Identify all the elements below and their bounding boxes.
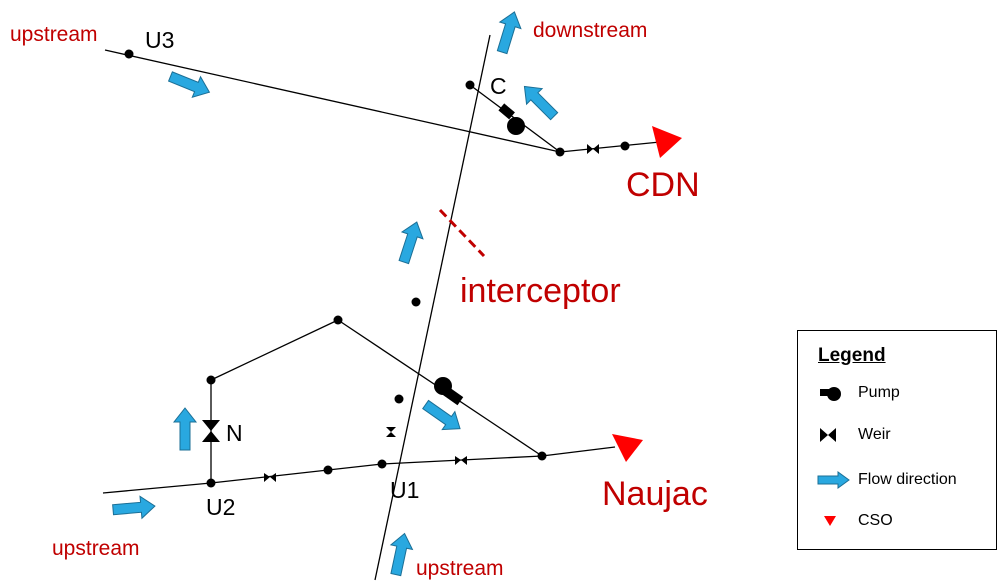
label-downstream: downstream <box>533 19 647 42</box>
weir-interceptor <box>386 427 396 437</box>
pipe-n-to-apex <box>210 319 339 381</box>
pump-icon <box>816 381 850 405</box>
label-u3: U3 <box>145 27 174 53</box>
weir-cdn <box>587 144 599 154</box>
node-n-top <box>206 375 216 385</box>
legend-row-pump: Pump <box>816 381 900 405</box>
flow-arrow-n <box>173 407 197 451</box>
node-cdn-junction <box>555 147 565 157</box>
node-u2 <box>206 478 216 488</box>
weir-n <box>202 420 220 442</box>
label-upstream-top-left: upstream <box>10 23 98 46</box>
label-interceptor: interceptor <box>460 272 621 310</box>
pump-lower <box>434 377 464 406</box>
node-cdn-outfall <box>620 141 630 151</box>
pipe-interceptor <box>374 34 491 581</box>
node-interceptor-low <box>394 394 404 404</box>
weir-icon <box>816 423 850 447</box>
label-upstream-bottom-left: upstream <box>52 537 140 560</box>
label-naujac: Naujac <box>602 475 708 513</box>
node-u3 <box>124 49 134 59</box>
pipe-naujac-outfall <box>541 446 616 457</box>
pipe-u2-to-u1 <box>210 463 383 484</box>
nodes <box>124 49 630 488</box>
flow-arrow-downstream <box>491 8 526 56</box>
node-mid-u2-u1 <box>323 465 333 475</box>
label-c: C <box>490 73 507 99</box>
node-interceptor-mid <box>411 297 421 307</box>
node-c <box>465 80 475 90</box>
flow-arrow-c <box>516 78 563 125</box>
legend-label-weir: Weir <box>858 426 891 443</box>
pipe-network <box>102 34 661 581</box>
label-n: N <box>226 420 243 446</box>
pipe-u3-to-cdn-junction <box>104 49 561 153</box>
node-apex <box>333 315 343 325</box>
cso-naujac-triangle <box>612 434 643 462</box>
node-naujac <box>537 451 547 461</box>
pipe-cdn-outfall <box>559 141 661 153</box>
legend-row-weir: Weir <box>816 423 891 447</box>
legend-label-pump: Pump <box>858 384 900 401</box>
interceptor-pointer <box>438 208 486 258</box>
pipe-upstream-to-u2 <box>102 482 212 494</box>
weirs <box>202 144 599 482</box>
weir-u1-naujac <box>455 456 467 465</box>
label-u1: U1 <box>390 477 419 503</box>
flow-arrow-bottom-left <box>111 494 157 522</box>
flow-arrow-interceptor <box>392 218 428 266</box>
label-u2: U2 <box>206 494 235 520</box>
flow-arrow-icon <box>816 468 850 492</box>
label-upstream-bottom: upstream <box>416 557 504 580</box>
legend-title: Legend <box>818 345 886 366</box>
cso-cdn-triangle <box>652 126 682 158</box>
label-cdn: CDN <box>626 166 700 204</box>
legend-label-cso: CSO <box>858 512 893 529</box>
flow-arrow-u3 <box>165 65 215 103</box>
legend-label-flow: Flow direction <box>858 471 957 488</box>
weir-u2-u1 <box>264 473 276 482</box>
legend-row-cso: CSO <box>816 509 893 533</box>
pump-c <box>498 103 525 135</box>
legend-row-flow: Flow direction <box>816 468 957 492</box>
flow-arrow-bottom <box>384 530 416 578</box>
legend: Legend Pump Weir Flow direction <box>797 330 997 550</box>
cso-icon <box>816 509 850 533</box>
node-u1 <box>377 459 387 469</box>
